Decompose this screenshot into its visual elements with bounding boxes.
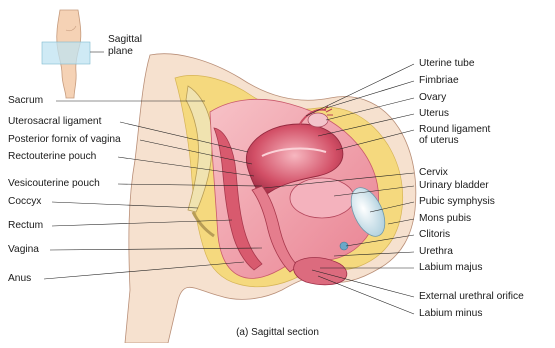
label-clitoris: Clitoris <box>419 229 450 240</box>
label-external-urethral-orifice: External urethral orifice <box>419 291 524 302</box>
figure-caption: (a) Sagittal section <box>0 327 555 338</box>
label-coccyx: Coccyx <box>8 196 41 207</box>
label-labium-majus: Labium majus <box>419 262 482 273</box>
label-uterus: Uterus <box>419 108 449 119</box>
label-fimbriae: Fimbriae <box>419 75 459 86</box>
inset-label-plane: plane <box>108 46 133 57</box>
label-pubic-symphysis: Pubic symphysis <box>419 196 495 207</box>
label-posterior-fornix: Posterior fornix of vagina <box>8 134 121 145</box>
label-labium-minus: Labium minus <box>419 308 482 319</box>
label-vagina: Vagina <box>8 244 39 255</box>
inset-label-sagittal: Sagittal <box>108 34 142 45</box>
label-vesicouterine-pouch: Vesicouterine pouch <box>8 178 100 189</box>
label-urinary-bladder: Urinary bladder <box>419 180 489 191</box>
label-cervix: Cervix <box>419 167 448 178</box>
label-mons-pubis: Mons pubis <box>419 213 471 224</box>
label-ovary: Ovary <box>419 92 446 103</box>
label-urethra: Urethra <box>419 246 453 257</box>
urinary-bladder <box>290 178 354 218</box>
label-round-ligament-line2: of uterus <box>419 135 459 146</box>
label-round-ligament: Round ligament <box>419 124 490 135</box>
label-rectum: Rectum <box>8 220 43 231</box>
inset-body-silhouette <box>42 10 104 98</box>
label-anus: Anus <box>8 273 31 284</box>
label-sacrum: Sacrum <box>8 95 43 106</box>
label-uterosacral-ligament: Uterosacral ligament <box>8 116 101 127</box>
label-uterine-tube: Uterine tube <box>419 58 475 69</box>
label-rectouterine-pouch: Rectouterine pouch <box>8 151 96 162</box>
